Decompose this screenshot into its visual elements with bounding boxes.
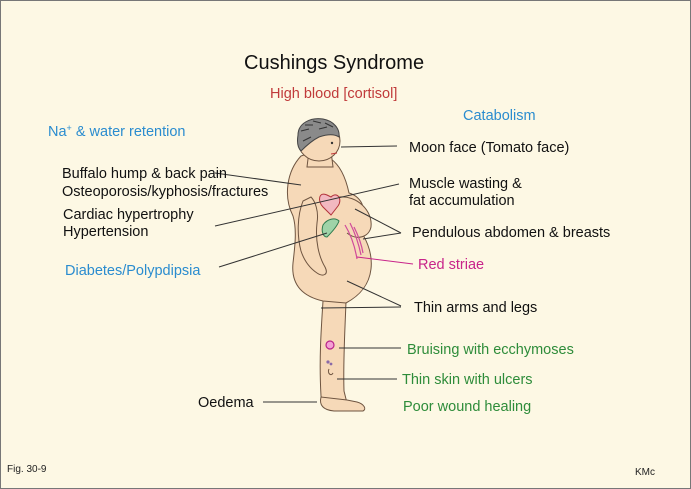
pancreas-icon: [321, 218, 340, 238]
bruise-icon: [325, 340, 335, 350]
label-na-water-retention: Na+ & water retention: [48, 123, 185, 141]
skin-ulcer-mark: [328, 368, 334, 376]
line-buffalo-hump: [214, 172, 302, 186]
line-moon-face: [340, 145, 398, 148]
label-diabetes: Diabetes/Polypdipsia: [65, 263, 201, 279]
author-initials: KMc: [635, 467, 655, 478]
line-pendulous-2: [362, 232, 402, 240]
label-buffalo-hump: Buffalo hump & back pain: [62, 166, 227, 182]
body-figure: [287, 118, 372, 412]
label-moon-face: Moon face (Tomato face): [409, 140, 570, 156]
label-osteoporosis: Osteoporosis/kyphosis/fractures: [62, 184, 269, 200]
label-cardiac-hypertrophy: Cardiac hypertrophy: [63, 207, 194, 223]
label-oedema: Oedema: [198, 395, 254, 411]
line-pendulous-1: [354, 208, 402, 234]
line-thin-arms: [346, 280, 402, 307]
page-title: Cushings Syndrome: [244, 52, 425, 74]
label-muscle-wasting: Muscle wasting &: [409, 176, 522, 192]
red-striae-icon: [344, 222, 364, 260]
line-thin-legs: [320, 306, 402, 309]
label-hypertension: Hypertension: [63, 224, 149, 240]
label-wound-healing: Poor wound healing: [403, 399, 532, 415]
na-symbol: Na: [48, 124, 67, 140]
label-red-striae: Red striae: [418, 257, 485, 273]
label-pendulous: Pendulous abdomen & breasts: [412, 225, 611, 241]
na-charge: +: [66, 123, 72, 133]
label-thin-arms-legs: Thin arms and legs: [414, 300, 538, 316]
label-bruising: Bruising with ecchymoses: [407, 342, 574, 358]
line-red-striae: [356, 256, 414, 265]
line-muscle-wasting: [214, 183, 400, 227]
water-retention-text: & water retention: [71, 124, 186, 140]
figure-number: Fig. 30-9: [7, 464, 47, 475]
pointer-lines: [214, 145, 414, 403]
subtitle: High blood [cortisol]: [270, 86, 398, 102]
heart-icon: [319, 193, 341, 216]
label-fat-accumulation: fat accumulation: [409, 193, 515, 209]
line-diabetes: [218, 232, 328, 268]
label-catabolism: Catabolism: [463, 108, 536, 124]
label-thin-skin: Thin skin with ulcers: [402, 372, 533, 388]
ulcer-icon: [326, 360, 333, 366]
